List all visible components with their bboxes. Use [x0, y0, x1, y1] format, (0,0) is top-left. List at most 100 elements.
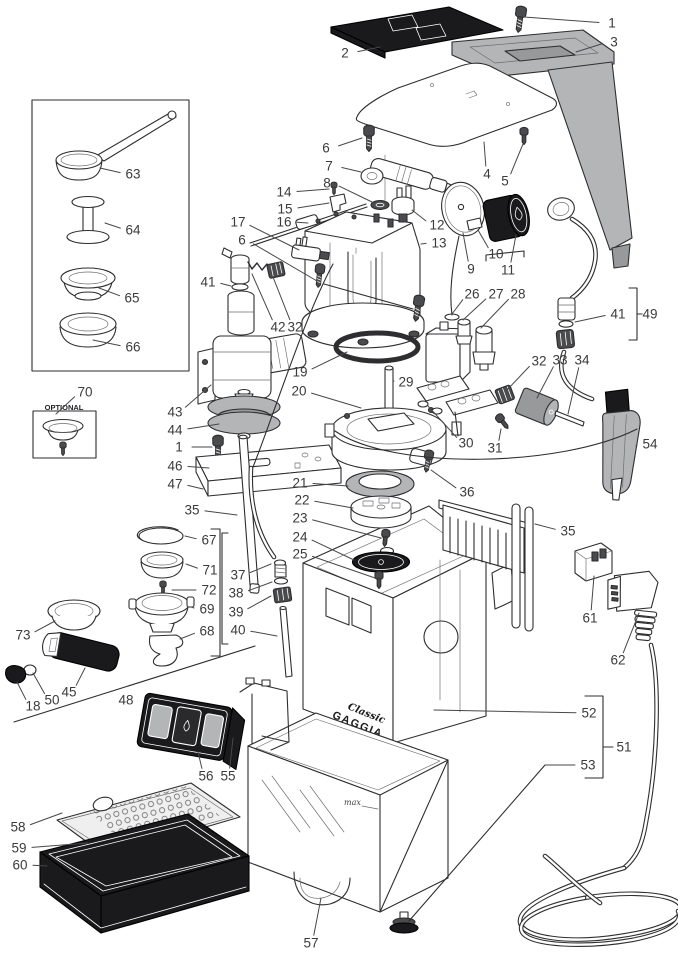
screw-5 [519, 126, 529, 146]
leader-line [483, 141, 487, 167]
part-label-40: 40 [230, 623, 245, 638]
fitting [455, 318, 473, 345]
leader-line [55, 396, 76, 415]
part-label-34: 34 [574, 353, 590, 368]
valve-gasket [370, 199, 390, 211]
leader-line [480, 298, 509, 329]
part-label-29: 29 [398, 375, 413, 390]
leader-line [250, 630, 278, 637]
pin-34 [554, 410, 585, 427]
part-label-14: 14 [276, 185, 292, 200]
leader-line [34, 620, 56, 633]
hose-washer [558, 320, 574, 328]
leader-line [477, 229, 489, 249]
part-label-37: 37 [230, 568, 245, 583]
part-label-72: 72 [201, 583, 216, 598]
leader-line [536, 366, 554, 399]
part-label-69: 69 [199, 602, 214, 617]
measuring-scoop [55, 110, 177, 181]
leader-line [29, 812, 63, 826]
pressure-disc [441, 181, 485, 237]
switch-hole [491, 563, 515, 610]
boiler [301, 211, 425, 349]
power-plug [607, 570, 659, 642]
shower-holder [350, 495, 412, 529]
leader-line [567, 367, 580, 415]
leader-line [574, 315, 606, 323]
part-label-4: 4 [483, 167, 491, 182]
leader-line [31, 842, 89, 848]
part-label-67: 67 [201, 533, 216, 548]
leader-line [534, 523, 556, 530]
steam-hose-assembly [547, 197, 598, 402]
portafilter [128, 592, 195, 633]
leader-line [462, 232, 469, 262]
part-label-45: 45 [61, 685, 76, 700]
switch-panel [136, 692, 246, 770]
valve-body [472, 325, 496, 371]
power-cord [517, 642, 678, 947]
leader-line [312, 483, 349, 487]
part-label-55: 55 [220, 769, 235, 784]
leader-line [510, 143, 524, 175]
steam-knob [482, 193, 530, 242]
part-label-49: 49 [642, 307, 657, 322]
optional-inset-box: OPTIONAL [32, 403, 97, 459]
water-tank: max [247, 712, 449, 913]
part-label-32: 32 [531, 354, 546, 369]
max-mark: max [344, 798, 361, 807]
leader-line [184, 535, 197, 540]
part-label-70: 70 [77, 385, 92, 400]
basket-spring [136, 526, 184, 545]
part-label-8: 8 [323, 176, 331, 191]
part-label-28: 28 [510, 287, 525, 302]
portafilter-group [5, 526, 195, 684]
leader-line [197, 751, 203, 769]
leader-line [590, 575, 595, 611]
part-label-64: 64 [125, 223, 141, 238]
part-label-43: 43 [167, 405, 182, 420]
rubber-insert [60, 267, 116, 301]
part-label-2: 2 [341, 46, 349, 61]
part-label-54: 54 [642, 437, 658, 452]
side-panel [355, 62, 558, 147]
part-label-71: 71 [202, 563, 217, 578]
part-label-63: 63 [125, 167, 140, 182]
part-label-38: 38 [228, 586, 243, 601]
part-label-42: 42 [270, 320, 285, 335]
knurled-nut [494, 384, 515, 405]
leader-line [297, 202, 330, 209]
leader-line [338, 137, 363, 147]
wand-hole [423, 620, 459, 654]
part-label-1: 1 [608, 16, 616, 31]
accessories-inset-box [31, 99, 190, 372]
funnel-cone [547, 61, 633, 251]
part-label-11: 11 [501, 263, 515, 278]
leader-line [420, 242, 427, 245]
bowl-part [59, 312, 117, 348]
part-label-50: 50 [44, 693, 59, 708]
callout-brackets [13, 250, 643, 922]
leader-line [314, 500, 354, 509]
part-label-12: 12 [429, 218, 444, 233]
frame-tube-left [511, 503, 521, 629]
part-label-57: 57 [303, 936, 318, 951]
leader-line [179, 632, 195, 640]
cup-warmer-plate [330, 6, 504, 59]
steam-valve-assembly [360, 124, 461, 211]
leader-line [190, 606, 195, 609]
leader-line [16, 681, 27, 700]
part-label-33: 33 [552, 353, 567, 368]
leader-line [635, 444, 638, 447]
leader-line [220, 282, 232, 287]
leader-line [296, 221, 309, 224]
leader-line [357, 46, 381, 53]
part-label-1: 1 [175, 440, 183, 455]
leader-line [462, 298, 487, 321]
tamper-mat [47, 599, 101, 631]
center-panel [171, 706, 202, 747]
leader-line [187, 423, 220, 430]
leader-line [98, 287, 121, 297]
leader-line [32, 864, 48, 867]
